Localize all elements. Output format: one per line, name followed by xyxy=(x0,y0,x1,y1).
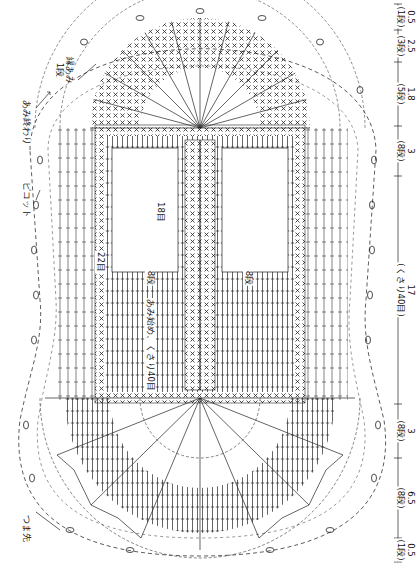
row-count: 8段 xyxy=(243,270,253,286)
stitch-note: 縁あみ 1段 xyxy=(54,56,74,85)
row-count: 8段 xyxy=(145,270,155,286)
dimension: 1.8 (5段) xyxy=(395,82,415,105)
dimension: 17 (くさり40目) xyxy=(395,262,415,317)
end-note: あみ終わり xyxy=(21,99,31,146)
dimension: 0.5 (1段) xyxy=(395,538,415,561)
dimension: 3 (8段) xyxy=(395,139,415,162)
dimension: 6.5 (8段) xyxy=(395,486,415,509)
start-note: あみ始め、くさり40目 xyxy=(145,298,155,392)
stitch-count: 22目 xyxy=(95,251,105,273)
stitch-count: 18目 xyxy=(155,201,165,223)
toe-note: つま先 xyxy=(21,514,31,543)
dimension: 2.5 (3段) xyxy=(395,34,415,57)
dimension: 3 (8段) xyxy=(395,419,415,442)
picot-note: ピコット xyxy=(21,181,31,219)
dimension: 0.5 (1段) xyxy=(395,5,415,28)
